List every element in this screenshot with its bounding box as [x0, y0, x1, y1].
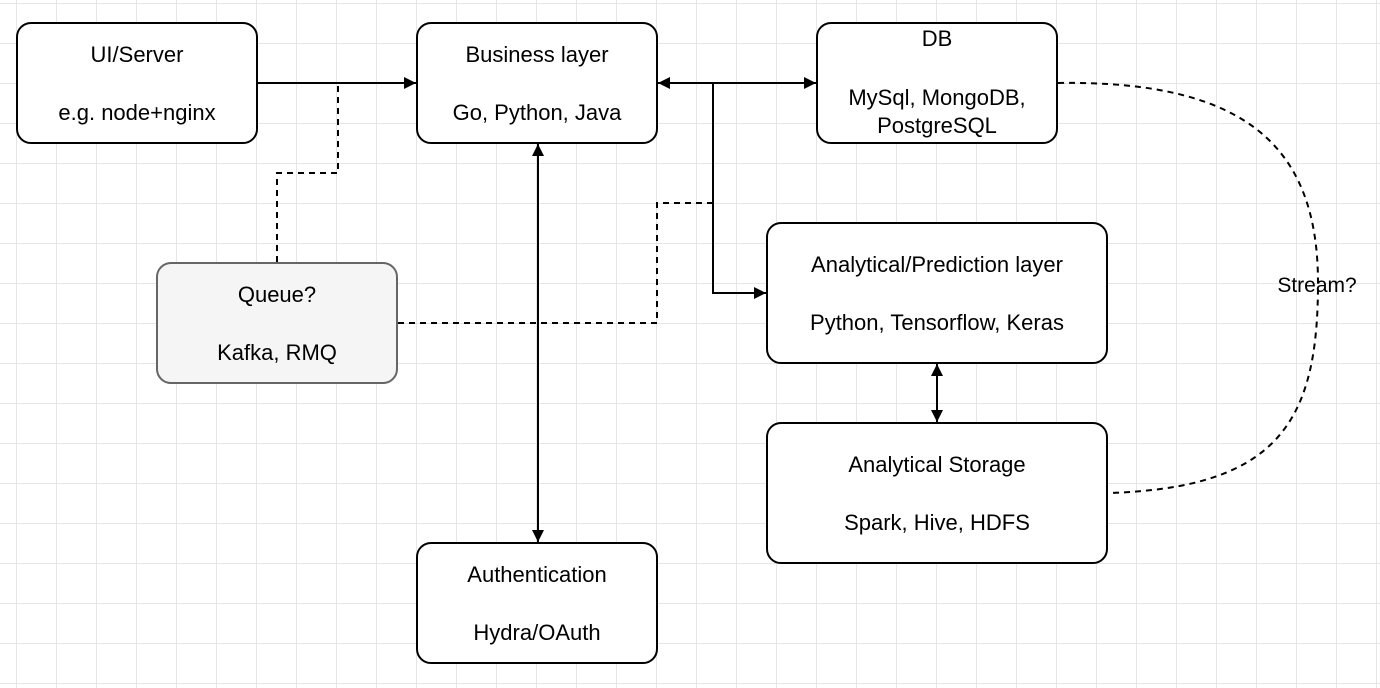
node-ui-server-subtitle: e.g. node+nginx [58, 100, 215, 125]
node-storage-subtitle: Spark, Hive, HDFS [844, 510, 1030, 535]
node-analytical-storage[interactable]: Analytical Storage Spark, Hive, HDFS [766, 422, 1108, 564]
node-auth-title: Authentication [467, 562, 606, 587]
edge-label-stream: Stream? [1277, 274, 1356, 297]
node-queue-subtitle: Kafka, RMQ [217, 340, 337, 365]
node-business-layer[interactable]: Business layer Go, Python, Java [416, 22, 658, 144]
node-business-title: Business layer [465, 42, 608, 67]
node-db-line1: MySql, MongoDB, [848, 85, 1025, 110]
node-analytical-prediction[interactable]: Analytical/Prediction layer Python, Tens… [766, 222, 1108, 364]
node-auth-subtitle: Hydra/OAuth [473, 620, 600, 645]
node-analytical-subtitle: Python, Tensorflow, Keras [810, 310, 1064, 335]
node-queue-title: Queue? [238, 282, 316, 307]
edge-stream [1057, 81, 1320, 494]
node-business-subtitle: Go, Python, Java [453, 100, 623, 125]
edge-business-to-analytical [712, 83, 766, 299]
node-authentication[interactable]: Authentication Hydra/OAuth [416, 542, 658, 664]
node-ui-server-title: UI/Server [91, 42, 184, 67]
node-db[interactable]: DB MySql, MongoDB, PostgreSQL [816, 22, 1058, 144]
node-db-line2: PostgreSQL [877, 113, 997, 138]
node-storage-title: Analytical Storage [848, 452, 1025, 477]
node-queue[interactable]: Queue? Kafka, RMQ [156, 262, 398, 384]
edge-queue-to-ui-link [276, 83, 339, 262]
node-analytical-title: Analytical/Prediction layer [811, 252, 1063, 277]
edge-queue-to-business-link [398, 202, 713, 324]
node-db-title: DB [922, 26, 953, 51]
node-ui-server[interactable]: UI/Server e.g. node+nginx [16, 22, 258, 144]
